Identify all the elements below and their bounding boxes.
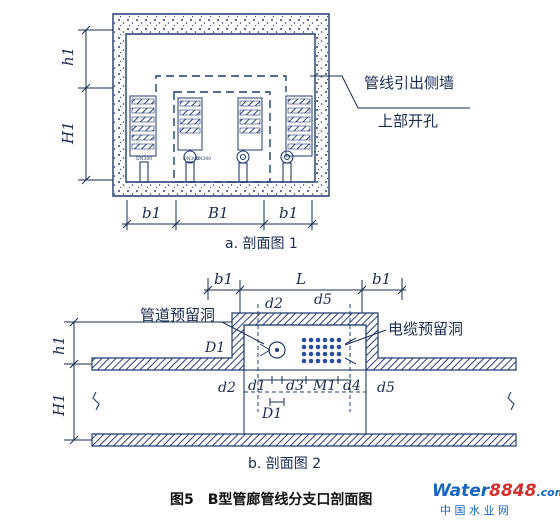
dim-label-D1-bottom: D1 [261, 406, 282, 422]
dim-label-H1-b: H1 [50, 393, 68, 417]
dim-label-h1-b: h1 [50, 336, 68, 355]
watermark: Water8848.com 中 国 水 业 网 [432, 481, 560, 517]
pipe-tag-1: DN300 [136, 156, 152, 162]
dim-label-h1-a: h1 [59, 47, 77, 66]
cable-hole-leader [344, 329, 387, 346]
pipe-hole-label: 管道预留洞 [140, 306, 215, 324]
dim-label-H1-a: H1 [59, 121, 77, 145]
watermark-8848: 8848 [489, 481, 536, 501]
section-b-inner-ticks [258, 376, 350, 406]
pipe-tag-2: DN300 [183, 156, 199, 162]
section-b-lower [243, 370, 367, 434]
section-a-pipes [139, 150, 294, 183]
caption-section-a: a. 剖面图 1 [225, 236, 298, 252]
section-b-top-dimension [203, 278, 407, 318]
dim-label-b1-right-b: b1 [372, 270, 391, 288]
dim-label-b1-left-b: b1 [214, 270, 233, 288]
section-a-dashed-opening [155, 75, 287, 92]
pipe-hole-leader [221, 321, 265, 345]
watermark-com: .com [536, 486, 560, 499]
cable-tray-center-left [177, 97, 203, 151]
dim-label-d2-bottom: d2 [218, 380, 236, 396]
section-a-wall [112, 13, 330, 197]
pipe-reserved-hole [259, 341, 286, 359]
dim-label-d4: d4 [343, 378, 361, 394]
dim-label-d2-top: d2 [265, 296, 283, 312]
cable-tray-right [285, 95, 313, 157]
dim-label-D1-left: D1 [204, 340, 225, 356]
break-marks [92, 391, 515, 411]
section-b-dashed [244, 304, 366, 412]
figure-caption: 图5 B型管廊管线分支口剖面图 [170, 491, 372, 508]
dim-label-M1: M1 [312, 378, 336, 394]
cable-hole-label: 电缆预留洞 [388, 320, 463, 338]
section-a-bottom-dimension [122, 200, 318, 230]
dim-label-b1-right-a: b1 [279, 204, 298, 222]
section-a-inner-dashed-box [173, 91, 271, 183]
section-b-left-dimension [64, 317, 232, 445]
pipe-tag-3: DN300 [195, 156, 211, 162]
dim-label-d5-bottom: d5 [377, 380, 395, 396]
dim-label-b1-left-a: b1 [142, 204, 161, 222]
cable-tray-center-right [237, 97, 263, 151]
section-b-chamber [243, 324, 367, 371]
dim-label-B1-a: B1 [207, 204, 229, 222]
annotation-line-1: 管线引出侧墙 [364, 74, 454, 92]
section-a: DN300 DN300 DN300 h1 H1 b1 B1 [59, 13, 470, 252]
cable-tray-left [129, 95, 157, 157]
caption-section-b: b. 剖面图 2 [248, 456, 321, 472]
annotation-leader-a [310, 75, 470, 109]
dim-label-d5-top: d5 [314, 292, 332, 308]
watermark-water: Water [432, 481, 491, 501]
annotation-line-2: 上部开孔 [378, 112, 438, 130]
watermark-logo: Water8848.com [432, 481, 560, 501]
cable-reserved-hole [301, 337, 357, 365]
watermark-sub: 中 国 水 业 网 [440, 504, 509, 517]
section-b: b1 L b1 [50, 270, 517, 472]
dim-label-L-b: L [295, 270, 306, 288]
dim-label-d1: d1 [248, 378, 266, 394]
section-a-left-dimension [78, 25, 113, 185]
dim-label-d3: d3 [286, 378, 304, 394]
